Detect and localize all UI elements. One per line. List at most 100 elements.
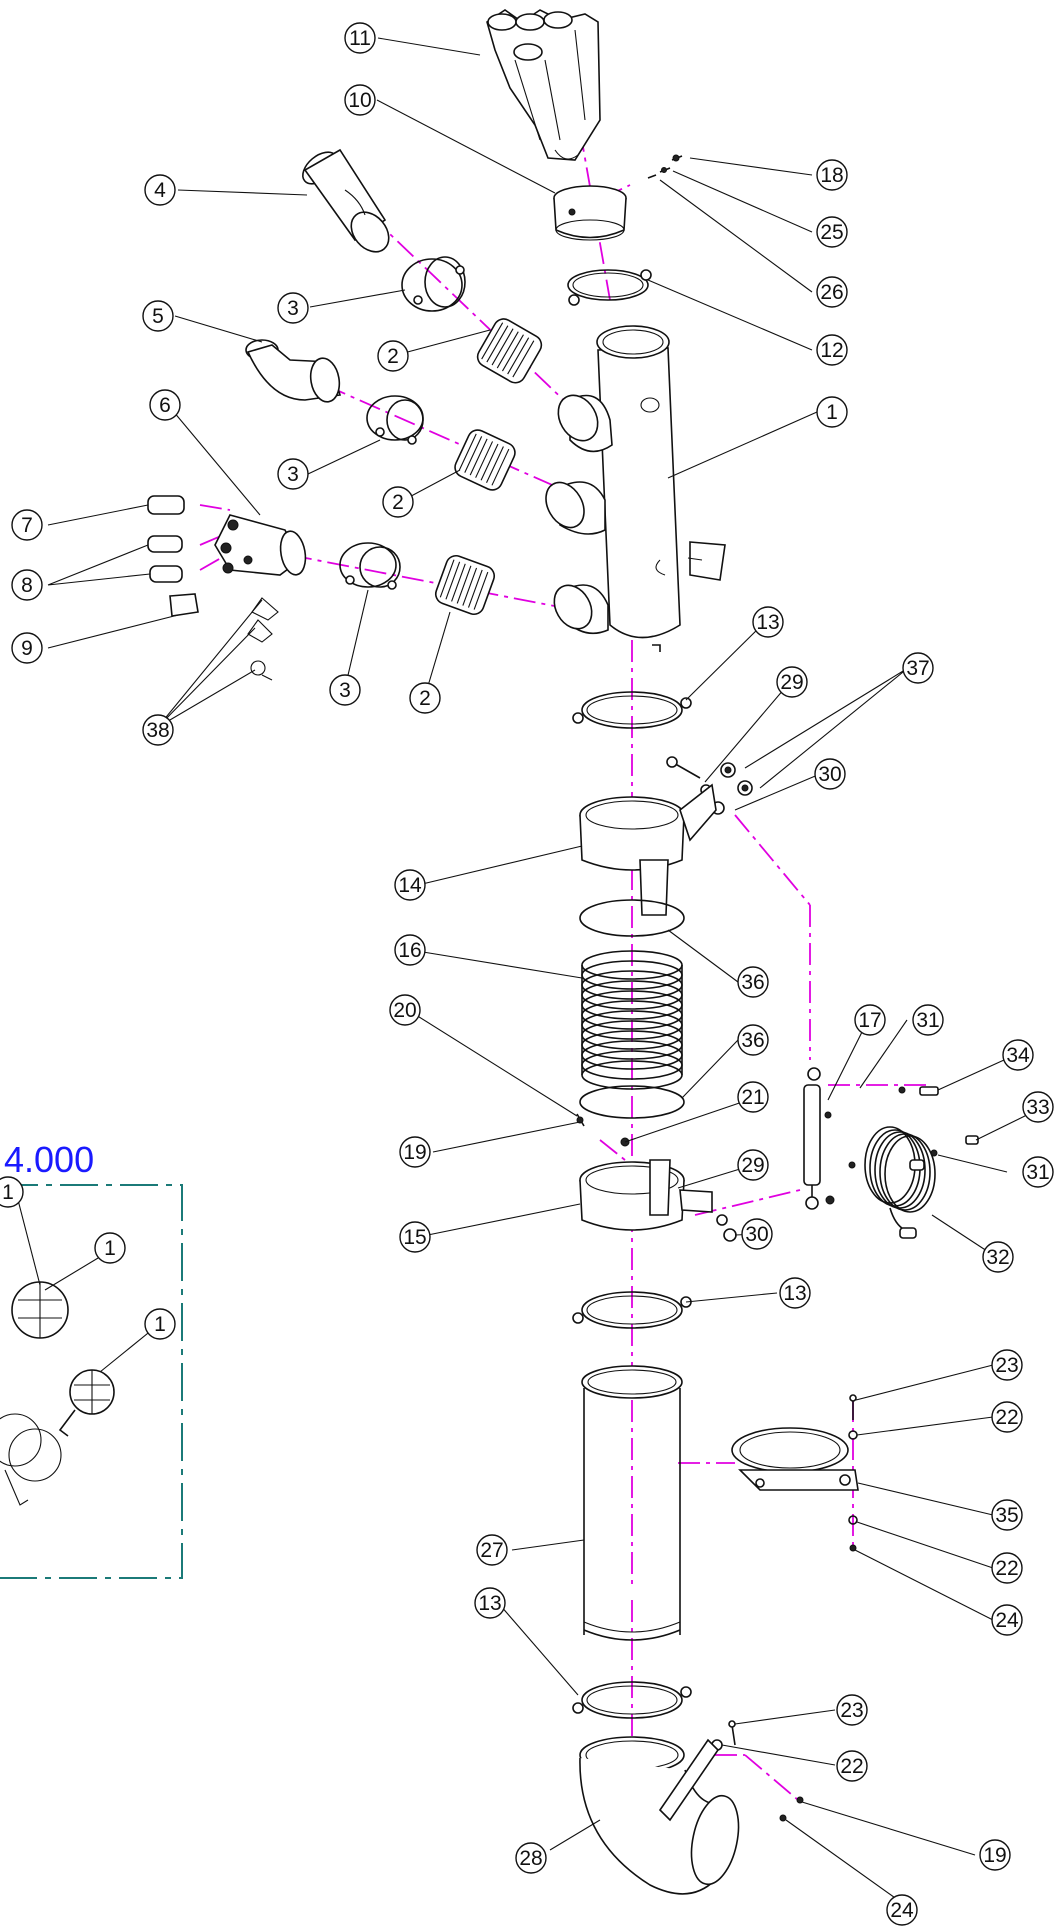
parts-7-8-9-fittings [147,495,199,617]
balloon-b22b: 22 [991,1552,1023,1584]
balloon-number: 9 [21,637,33,660]
balloon-circle [142,714,174,746]
balloon-b13b: 13 [779,1277,811,1309]
balloon-number: 12 [820,339,843,362]
part-2-couplers [434,318,543,616]
balloon-circle [11,569,43,601]
balloon-b22c: 22 [836,1750,868,1782]
balloon-b21: 21 [737,1081,769,1113]
part-4-angled-inlet [302,148,390,253]
balloon-b16: 16 [394,934,426,966]
balloon-b23a: 23 [991,1349,1023,1381]
balloon-b37: 37 [902,652,934,684]
balloon-number: 23 [995,1354,1018,1377]
balloon-b36a: 36 [737,966,769,998]
balloon-number: 2 [419,687,431,710]
balloon-b15: 15 [399,1221,431,1253]
balloon-number: 30 [745,1223,768,1246]
balloon-circle [1002,1039,1034,1071]
balloon-circle [11,632,43,664]
balloon-number: 15 [403,1226,426,1249]
part-16-bellows [581,950,683,1090]
balloon-b30b: 30 [741,1218,773,1250]
balloon-circle [149,389,181,421]
balloon-circle [389,994,421,1026]
part-10-adapter-ring [553,185,627,241]
balloon-circle [0,1176,24,1208]
balloon-circle [991,1401,1023,1433]
balloon-circle [344,84,376,116]
balloon-number: 1 [154,1313,166,1336]
balloon-b14: 14 [394,869,426,901]
part-17-actuator [803,1067,835,1210]
balloon-number: 19 [403,1141,426,1164]
balloon-b31a: 31 [912,1004,944,1036]
balloon-circle [382,486,414,518]
balloon-number: 26 [820,281,843,304]
balloon-circle [776,666,808,698]
balloon-circle [741,1218,773,1250]
balloon-circle [394,869,426,901]
balloon-number: 22 [995,1557,1018,1580]
balloon-number: 3 [339,679,351,702]
balloon-b12: 12 [816,334,848,366]
balloon-number: 3 [287,463,299,486]
balloon-circle [329,674,361,706]
balloon-b36b: 36 [737,1024,769,1056]
part-12-clamp [567,269,652,306]
balloon-b3b: 3 [277,458,309,490]
balloon-b2c: 2 [409,682,441,714]
balloon-b28: 28 [515,1842,547,1874]
part-5-angled-inlet [245,339,342,403]
balloon-number: 37 [906,657,929,680]
balloon-number: 29 [741,1154,764,1177]
balloon-b26: 26 [816,276,848,308]
balloon-b5: 5 [142,300,174,332]
balloon-number: 13 [783,1282,806,1305]
part-35-support-clamp [731,1427,859,1491]
balloon-circle [142,300,174,332]
balloon-number: 10 [348,89,371,112]
balloon-circle [399,1136,431,1168]
balloon-circle [1022,1156,1054,1188]
balloon-number: 20 [393,999,416,1022]
balloon-b9: 9 [11,632,43,664]
balloon-number: 1 [104,1237,116,1260]
balloon-circle [737,1024,769,1056]
balloon-circle [737,1081,769,1113]
balloon-b18: 18 [816,159,848,191]
balloon-b2a: 2 [377,340,409,372]
balloon-circle [816,276,848,308]
balloon-b33: 33 [1022,1091,1054,1123]
balloon-circle [991,1499,1023,1531]
balloon-b24a: 24 [991,1604,1023,1636]
balloon-circle [854,1004,886,1036]
balloon-circle [886,1894,918,1926]
balloon-circle [836,1694,868,1726]
detail-view: 4.000 [0,1139,183,1579]
balloon-circle [991,1552,1023,1584]
balloon-number: 38 [146,719,169,742]
balloon-circle [144,174,176,206]
balloon-circle [752,606,784,638]
parts-20-21-pins [576,1113,630,1147]
balloon-number: 18 [820,164,843,187]
balloon-b35: 35 [991,1499,1023,1531]
balloon-circle [982,1241,1014,1273]
parts-18-25-26-fasteners [647,154,683,179]
balloon-circle [377,340,409,372]
detail-view-label: 4.000 [4,1139,94,1180]
balloon-circle [912,1004,944,1036]
balloon-number: 36 [741,1029,764,1052]
balloon-d1a: 1 [0,1176,24,1208]
balloon-circle [902,652,934,684]
balloon-d1b: 1 [94,1232,126,1264]
balloon-b30a: 30 [814,758,846,790]
balloon-b19b: 19 [979,1839,1011,1871]
balloon-b4: 4 [144,174,176,206]
balloon-circle [991,1349,1023,1381]
part-36-snap-rings [579,899,685,1119]
balloon-number: 30 [818,763,841,786]
part-28-elbow [579,1736,740,1895]
